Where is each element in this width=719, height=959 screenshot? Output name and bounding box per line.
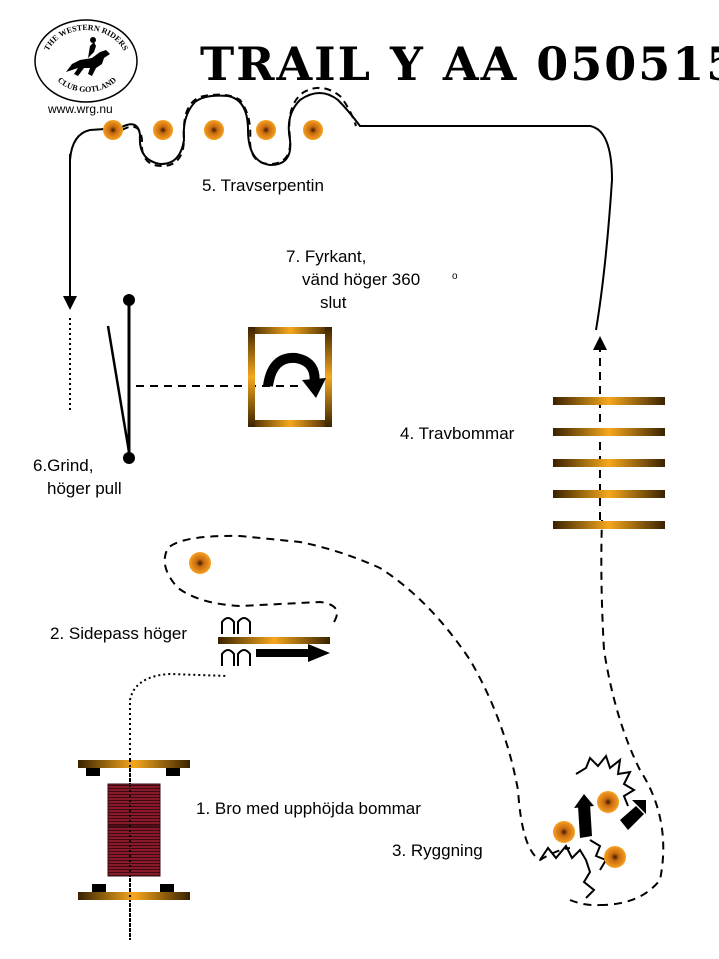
cone-icon [204, 120, 224, 140]
station-7-line2: vänd höger 360 [302, 270, 420, 289]
pole-icon [553, 490, 665, 498]
pole-icon [553, 397, 665, 405]
station-4-label: 4. Travbommar [400, 424, 515, 443]
station-2-label: 2. Sidepass höger [50, 624, 187, 643]
station-7-line3: slut [320, 293, 347, 312]
pole-icon [248, 327, 255, 427]
pole-icon [248, 420, 332, 427]
station-7-line1: 7. Fyrkant, [286, 247, 366, 266]
route-start-dotted [129, 672, 229, 940]
cone-icon [189, 552, 211, 574]
station-3-label: 3. Ryggning [392, 841, 483, 860]
serpentine-weave [121, 86, 357, 168]
cone-icon [553, 821, 575, 843]
route-backup-exit [599, 519, 665, 906]
cone-icon [597, 791, 619, 813]
turn-arrow-icon [263, 352, 326, 398]
cone-icon [256, 120, 276, 140]
pole-icon [553, 459, 665, 467]
club-logo: THE WESTERN RIDERS CLUB GOTLAND www.wrg.… [34, 19, 138, 116]
station-5-label: 5. Travserpentin [202, 176, 324, 195]
station-6-line1: 6.Grind, [33, 456, 93, 475]
arrow-down-icon [63, 296, 77, 310]
route-serpentine [69, 92, 614, 331]
pole-icon [78, 760, 190, 768]
sidepass-obstacle [218, 617, 330, 666]
station-1-label: 1. Bro med upphöjda bommar [196, 799, 421, 818]
logo-url: www.wrg.nu [47, 102, 113, 116]
station-7-superscript: o [452, 271, 458, 282]
cone-icon [303, 120, 323, 140]
station-6-line2: höger pull [47, 479, 122, 498]
trot-poles [553, 397, 665, 529]
cone-icon [103, 120, 123, 140]
page-title: TRAIL Y AA 050515 [200, 37, 719, 91]
cone-icon [153, 120, 173, 140]
gate-icon [106, 294, 135, 464]
pole-icon [553, 521, 665, 529]
route-dashed-to-backup [163, 534, 571, 862]
backup-arrow-icon [574, 794, 646, 838]
logo-rider-icon [66, 37, 110, 76]
backup-obstacle [539, 753, 646, 899]
pole-icon [553, 428, 665, 436]
pole-icon [78, 892, 190, 900]
horse-hoof-icon [221, 617, 251, 666]
pole-icon [248, 327, 332, 334]
arrow-up-icon [593, 336, 607, 350]
cone-icon [604, 846, 626, 868]
sidepass-arrow-icon [256, 644, 330, 662]
bridge-icon [78, 760, 190, 900]
wave-line [575, 753, 636, 807]
route-lines [69, 92, 665, 940]
pole-icon [218, 637, 330, 644]
pole-icon [325, 327, 332, 427]
serpentine-cones [103, 120, 323, 140]
square-box [248, 327, 332, 427]
